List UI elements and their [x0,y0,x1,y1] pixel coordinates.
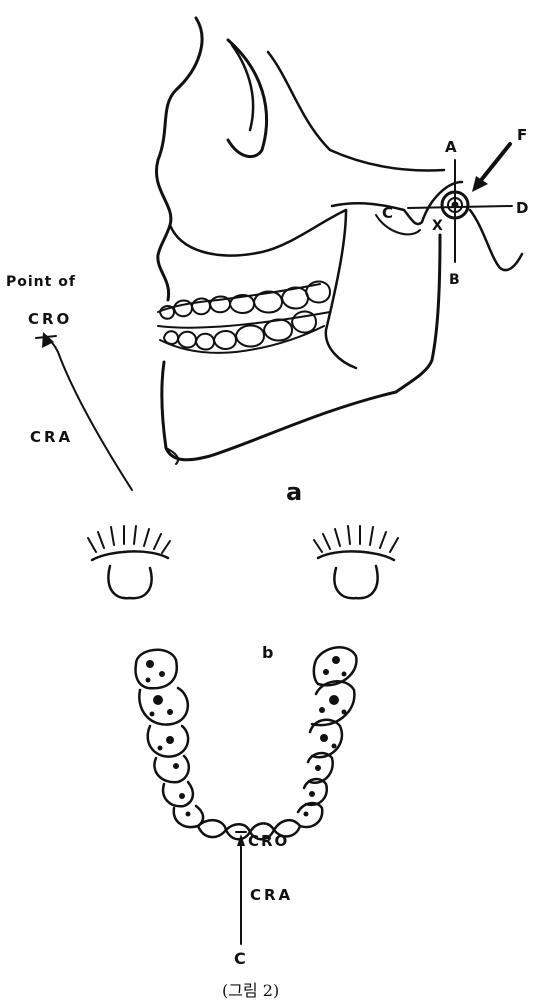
eye-right [314,526,398,598]
condyle-marker [408,144,512,262]
teeth-lateral [158,282,330,353]
label-point-c: C [382,204,393,222]
cra-arrow-a [36,332,132,490]
caption-a: a [286,478,302,506]
cra-arrow-b [236,832,246,944]
eye-left [88,526,170,598]
cro-label-a: CRO [28,310,72,328]
cra-label-a: CRA [30,428,73,446]
figure-caption: (그림 2) [222,981,279,1000]
label-point-x: X [432,218,443,234]
skull-lateral-drawing [156,18,522,464]
label-point-d: D [516,199,528,217]
label-point-b: B [449,272,460,288]
caption-b: b [262,643,273,662]
dental-arch [136,647,357,839]
point-of-label: Point of [6,274,76,290]
cra-label-b: CRA [250,886,293,904]
c-label-b: C [234,949,246,968]
label-point-f: F [517,126,527,144]
cro-label-b: CRO [248,832,289,850]
label-point-a: A [445,138,457,156]
